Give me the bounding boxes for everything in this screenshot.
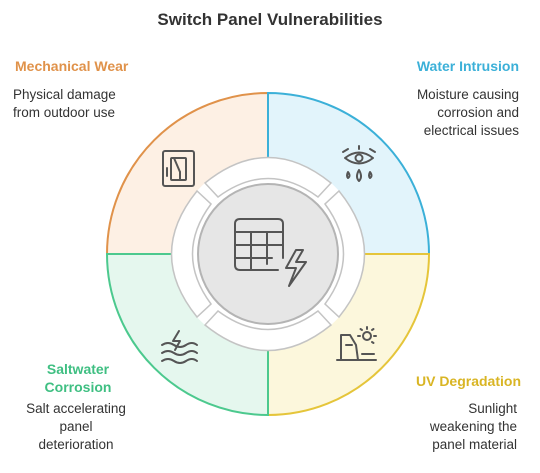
saltwater-corrosion-heading: Saltwater Corrosion (44, 361, 112, 395)
uv-degradation-heading: UV Degradation (415, 373, 521, 389)
water-intrusion-heading: Water Intrusion (416, 58, 519, 74)
mechanical-wear-description: Physical damage from outdoor use (13, 87, 116, 120)
water-intrusion-description: Moisture causing corrosion and electrica… (416, 87, 519, 138)
switch-icon (162, 150, 195, 187)
diagram-title: Switch Panel Vulnerabilities (157, 10, 383, 29)
waves-lightning-icon (161, 330, 198, 364)
sun-cliff-icon (336, 326, 377, 361)
uv-degradation-description: Sunlight weakening the panel material (429, 401, 517, 452)
eye-water-drops-icon (342, 145, 376, 182)
mechanical-wear-heading: Mechanical Wear (15, 58, 129, 74)
switch-panel-lightning-icon (234, 218, 307, 287)
saltwater-corrosion-description: Salt accelerating panel deterioration (26, 401, 126, 452)
